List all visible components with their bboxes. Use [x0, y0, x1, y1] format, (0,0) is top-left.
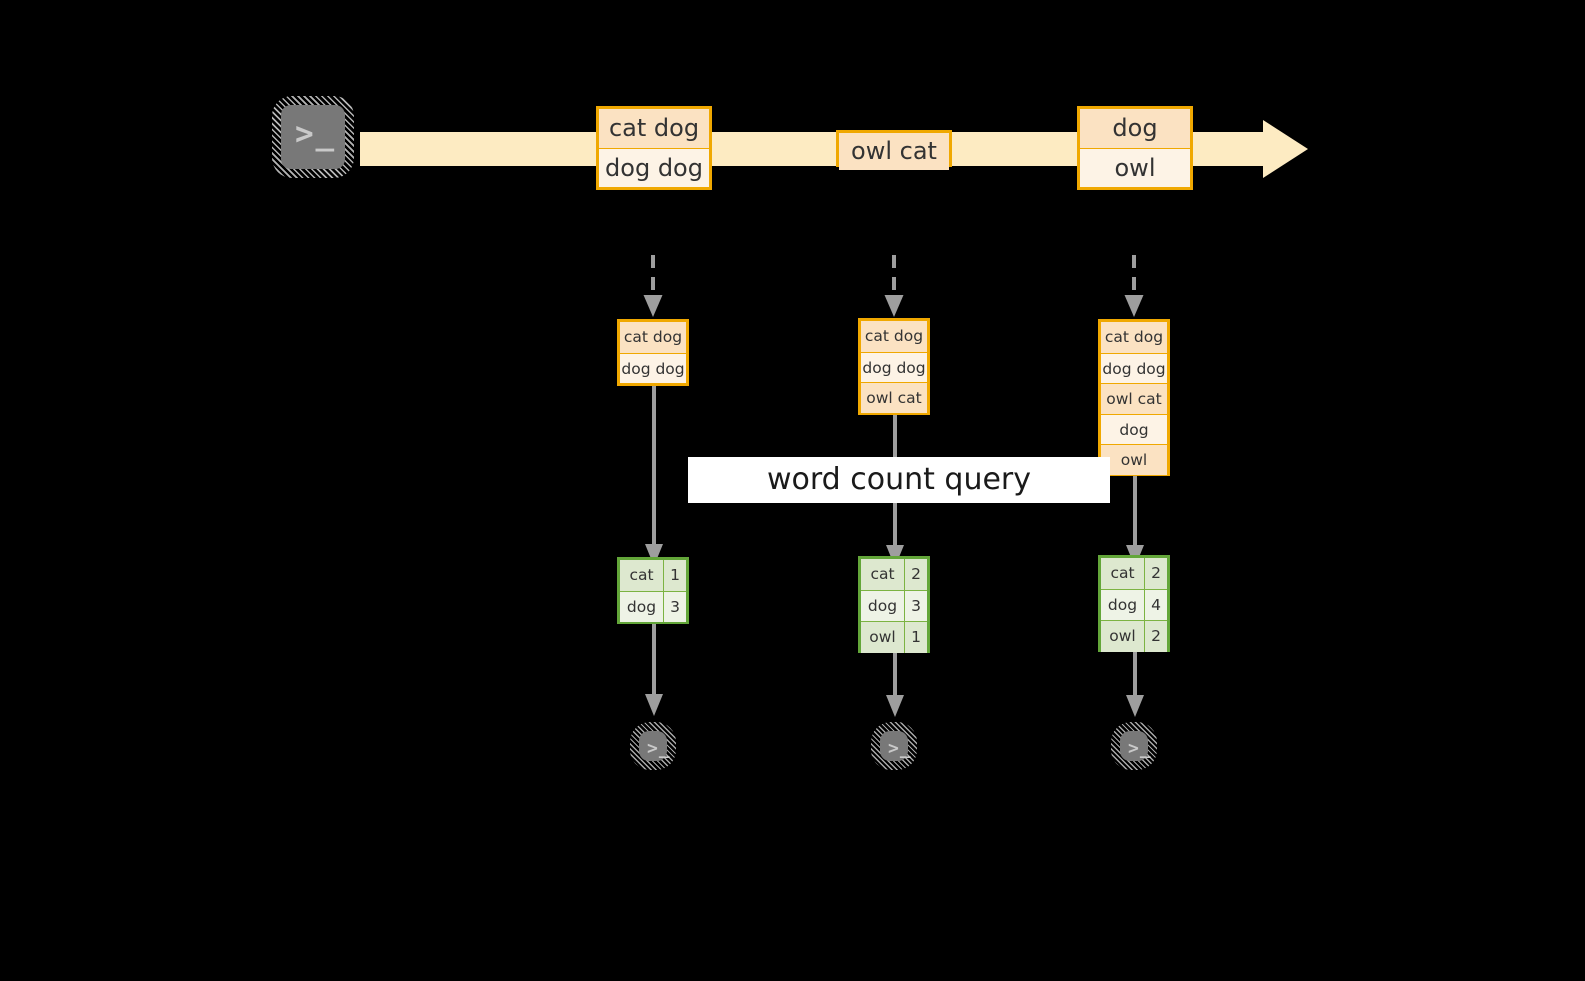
state-line: owl [1101, 444, 1167, 475]
terminal-prompt-glyph: >_ [1128, 738, 1152, 759]
state-line: cat dog [620, 322, 686, 353]
stream-line: dog dog [599, 148, 709, 187]
terminal-prompt-glyph: >_ [295, 116, 337, 152]
terminal-face [880, 731, 908, 761]
state-line: cat dog [861, 321, 927, 352]
result-table-3: cat 2 dog 4 owl 2 [1098, 555, 1170, 652]
state-line: dog [1101, 413, 1167, 444]
stream-line: owl [1080, 148, 1190, 187]
state-box-3: cat dog dog dog owl cat dog owl [1098, 319, 1170, 476]
table-row: dog 3 [620, 590, 686, 622]
arrow-result-to-sink-3 [1124, 652, 1146, 717]
result-count: 2 [905, 559, 927, 590]
stream-batch-2: owl cat [836, 130, 952, 170]
result-table-1: cat 1 dog 3 [617, 557, 689, 624]
state-line: owl cat [1101, 383, 1167, 414]
state-line: dog dog [861, 351, 927, 382]
result-word: dog [620, 591, 664, 622]
source-terminal-icon: >_ [272, 96, 354, 178]
table-row: dog 4 [1101, 588, 1167, 620]
table-row: cat 2 [861, 559, 927, 590]
state-box-2: cat dog dog dog owl cat [858, 318, 930, 415]
result-word: cat [1101, 558, 1145, 589]
table-row: dog 3 [861, 589, 927, 621]
result-count: 1 [905, 622, 927, 653]
table-row: owl 1 [861, 621, 927, 653]
terminal-face [1120, 731, 1148, 761]
result-word: owl [1101, 621, 1145, 652]
dashed-arrow-to-state-1 [640, 255, 666, 317]
result-word: dog [861, 590, 905, 621]
result-table-2: cat 2 dog 3 owl 1 [858, 556, 930, 653]
result-count: 4 [1145, 589, 1167, 620]
result-count: 1 [664, 560, 686, 591]
arrow-result-to-sink-1 [643, 624, 665, 716]
dashed-arrow-to-state-3 [1121, 255, 1147, 317]
terminal-prompt-glyph: >_ [647, 738, 671, 759]
stream-line: owl cat [839, 133, 949, 170]
result-count: 3 [664, 591, 686, 622]
arrow-state-to-result-1 [643, 386, 665, 566]
sink-terminal-icon-1: >_ [630, 722, 676, 770]
arrow-state-to-result-3 [1124, 476, 1146, 567]
state-line: dog dog [1101, 352, 1167, 383]
result-word: dog [1101, 589, 1145, 620]
state-line: dog dog [620, 352, 686, 383]
state-box-1: cat dog dog dog [617, 319, 689, 386]
stream-line: cat dog [599, 109, 709, 148]
state-line: cat dog [1101, 322, 1167, 353]
table-row: cat 2 [1101, 558, 1167, 589]
query-label: word count query [688, 457, 1110, 503]
result-count: 2 [1145, 621, 1167, 652]
stream-batch-1: cat dog dog dog [596, 106, 712, 190]
terminal-face [281, 105, 345, 169]
result-count: 3 [905, 590, 927, 621]
terminal-prompt-glyph: >_ [888, 738, 912, 759]
state-line: owl cat [861, 382, 927, 413]
terminal-face [639, 731, 667, 761]
result-word: cat [620, 560, 664, 591]
table-row: owl 2 [1101, 620, 1167, 652]
arrow-result-to-sink-2 [884, 653, 906, 717]
table-row: cat 1 [620, 560, 686, 591]
result-word: cat [861, 559, 905, 590]
sink-terminal-icon-3: >_ [1111, 722, 1157, 770]
stream-batch-3: dog owl [1077, 106, 1193, 190]
dashed-arrow-to-state-2 [881, 255, 907, 317]
result-count: 2 [1145, 558, 1167, 589]
sink-terminal-icon-2: >_ [871, 722, 917, 770]
result-word: owl [861, 622, 905, 653]
stream-line: dog [1080, 109, 1190, 148]
